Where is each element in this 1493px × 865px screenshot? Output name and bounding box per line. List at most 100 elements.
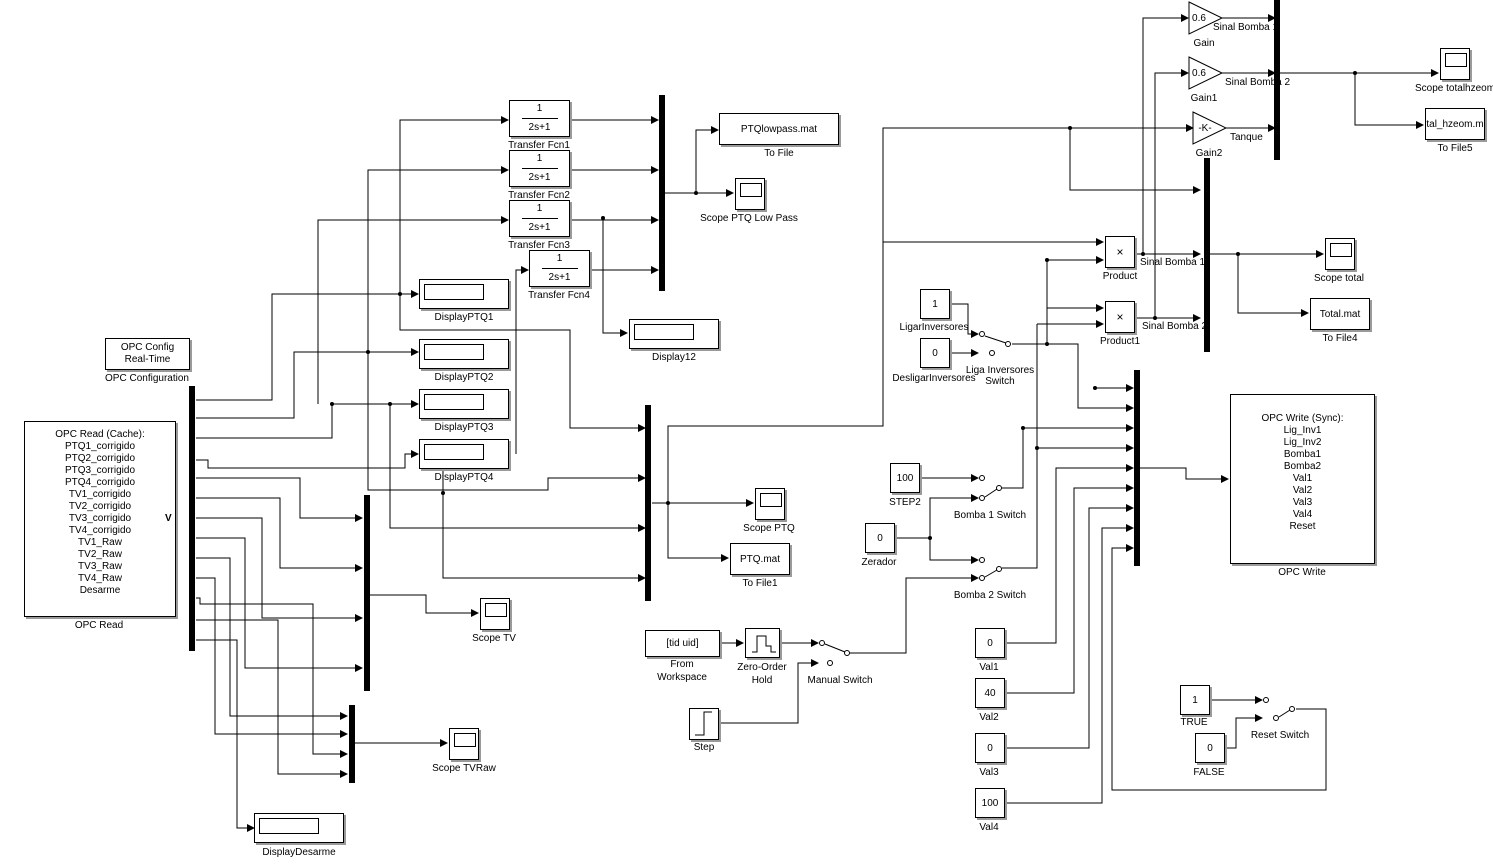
zoh-block[interactable] xyxy=(745,628,780,658)
mux-lowpass-bar xyxy=(659,95,665,291)
product1-symbol: × xyxy=(1116,310,1124,324)
to-file1-label: To File1 xyxy=(742,578,778,589)
opc-read-line: OPC Read (Cache): xyxy=(55,429,145,440)
display-ptq1-block[interactable] xyxy=(419,279,509,309)
transfer-fcn1-block[interactable]: 1 2s+1 xyxy=(509,100,570,137)
opc-read-line: Desarme xyxy=(79,585,121,596)
transfer-fcn4-block[interactable]: 1 2s+1 xyxy=(529,250,590,287)
product-block[interactable]: × xyxy=(1105,236,1135,268)
from-workspace-label-line: Workspace xyxy=(657,672,707,683)
display-ptq4-label: DisplayPTQ4 xyxy=(434,472,494,483)
opc-write-line: Val4 xyxy=(1292,509,1313,520)
from-workspace-block[interactable]: [tid uid] xyxy=(645,630,720,657)
mux-opcwrite-bar xyxy=(1134,370,1140,566)
to-file4-block[interactable]: Total.mat xyxy=(1310,298,1370,330)
tf-numerator: 1 xyxy=(536,203,543,214)
tf-numerator: 1 xyxy=(556,253,563,264)
gain2-signal-label: Tanque xyxy=(1230,132,1263,143)
scope-tvraw-block[interactable] xyxy=(449,728,479,760)
const-value: 100 xyxy=(981,797,999,809)
opc-read-block[interactable]: OPC Read (Cache): PTQ1_corrigido PTQ2_co… xyxy=(24,421,176,617)
scope-totalhzeom-label: Scope totalhzeom xyxy=(1415,83,1493,94)
display-ptq1-label: DisplayPTQ1 xyxy=(434,312,494,323)
const-val3[interactable]: 0 xyxy=(975,733,1005,763)
opc-write-line: OPC Write (Sync): xyxy=(1261,413,1344,424)
display-ptq4-block[interactable] xyxy=(419,439,509,469)
tf-denominator: 2s+1 xyxy=(528,122,551,133)
product1-block[interactable]: × xyxy=(1105,301,1135,333)
opc-write-line: Val2 xyxy=(1292,485,1313,496)
zoh-label-line: Zero-Order xyxy=(737,662,787,673)
const-true[interactable]: 1 xyxy=(1180,685,1210,715)
tf-denominator: 2s+1 xyxy=(548,272,571,283)
opc-read-demux-bar xyxy=(189,386,195,651)
mux-tv-bar xyxy=(364,495,370,691)
display-ptq3-block[interactable] xyxy=(419,389,509,419)
gain2-label: Gain2 xyxy=(1195,148,1223,159)
from-workspace-label: From Workspace xyxy=(657,659,707,683)
const-val4[interactable]: 100 xyxy=(975,788,1005,818)
opc-read-line: TV2_corrigido xyxy=(68,501,132,512)
scope-ptq-lowpass-block[interactable] xyxy=(735,178,765,210)
liga-inversores-switch-label: Liga Inversores Switch xyxy=(965,365,1035,387)
scope-tvraw-label: Scope TVRaw xyxy=(432,763,496,774)
to-file4-label: To File4 xyxy=(1322,333,1358,344)
const-label: LigarInversores xyxy=(899,322,969,333)
opc-read-line: TV1_Raw xyxy=(78,537,122,548)
opc-config-block[interactable]: OPC Config Real-Time xyxy=(105,338,190,370)
scope-total-block[interactable] xyxy=(1325,238,1355,270)
const-value: 40 xyxy=(984,687,996,699)
display12-block[interactable] xyxy=(629,319,719,349)
to-file5-label: To File5 xyxy=(1437,143,1473,154)
gain2-triangle xyxy=(1192,111,1228,145)
to-file5-block[interactable]: tal_hzeom.m xyxy=(1425,108,1485,140)
step-block[interactable] xyxy=(689,708,719,740)
const-label: Val2 xyxy=(979,712,999,723)
opc-read-line: TV4_corrigido xyxy=(68,525,132,536)
const-step2[interactable]: 100 xyxy=(890,463,920,493)
const-label: Val1 xyxy=(979,662,999,673)
opc-read-line: PTQ1_corrigido xyxy=(64,441,136,452)
from-workspace-text: [tid uid] xyxy=(666,638,699,649)
opc-write-block[interactable]: OPC Write (Sync): Lig_Inv1 Lig_Inv2 Bomb… xyxy=(1230,394,1375,564)
display-ptq2-block[interactable] xyxy=(419,339,509,369)
opc-config-line: OPC Config xyxy=(120,342,175,353)
const-label: STEP2 xyxy=(889,497,921,508)
opc-read-port: V xyxy=(165,513,172,524)
scope-totalhzeom-block[interactable] xyxy=(1440,48,1470,80)
const-desligar-inversores[interactable]: 0 xyxy=(920,338,950,368)
scope-ptq-lowpass-label: Scope PTQ Low Pass xyxy=(700,213,798,224)
display-ptq3-label: DisplayPTQ3 xyxy=(434,422,494,433)
scope-tv-block[interactable] xyxy=(480,598,510,630)
opc-write-line: Reset xyxy=(1289,521,1316,532)
opc-read-line: TV4_Raw xyxy=(78,573,122,584)
const-zerador[interactable]: 0 xyxy=(865,523,895,553)
const-label: FALSE xyxy=(1193,767,1225,778)
transfer-fcn3-block[interactable]: 1 2s+1 xyxy=(509,200,570,237)
opc-write-line: Val1 xyxy=(1292,473,1313,484)
to-file-label: To File xyxy=(764,148,794,159)
product1-label: Product1 xyxy=(1099,336,1141,347)
transfer-fcn3-label: Transfer Fcn3 xyxy=(508,240,570,251)
transfer-fcn2-block[interactable]: 1 2s+1 xyxy=(509,150,570,187)
display-desarme-block[interactable] xyxy=(254,813,344,843)
scope-ptq-block[interactable] xyxy=(755,488,785,520)
const-val2[interactable]: 40 xyxy=(975,678,1005,708)
const-ligar-inversores[interactable]: 1 xyxy=(920,289,950,319)
opc-config-line: Real-Time xyxy=(124,354,171,365)
gain-signal-label: Sinal Bomba 1 xyxy=(1213,22,1279,33)
gain1-signal-label: Sinal Bomba 2 xyxy=(1225,77,1291,88)
to-file1-block[interactable]: PTQ.mat xyxy=(730,543,790,575)
const-label: Zerador xyxy=(861,557,897,568)
scope-ptq-label: Scope PTQ xyxy=(743,523,795,534)
tf-numerator: 1 xyxy=(536,103,543,114)
opc-read-line: PTQ3_corrigido xyxy=(64,465,136,476)
step-label: Step xyxy=(693,742,715,753)
opc-read-line: TV3_corrigido xyxy=(68,513,132,524)
product1-signal-label: Sinal Bomba 2 xyxy=(1142,321,1208,332)
const-val1[interactable]: 0 xyxy=(975,628,1005,658)
to-file-block[interactable]: PTQlowpass.mat xyxy=(719,113,839,145)
const-false[interactable]: 0 xyxy=(1195,733,1225,763)
display12-label: Display12 xyxy=(652,352,696,363)
const-value: 1 xyxy=(1192,694,1198,706)
